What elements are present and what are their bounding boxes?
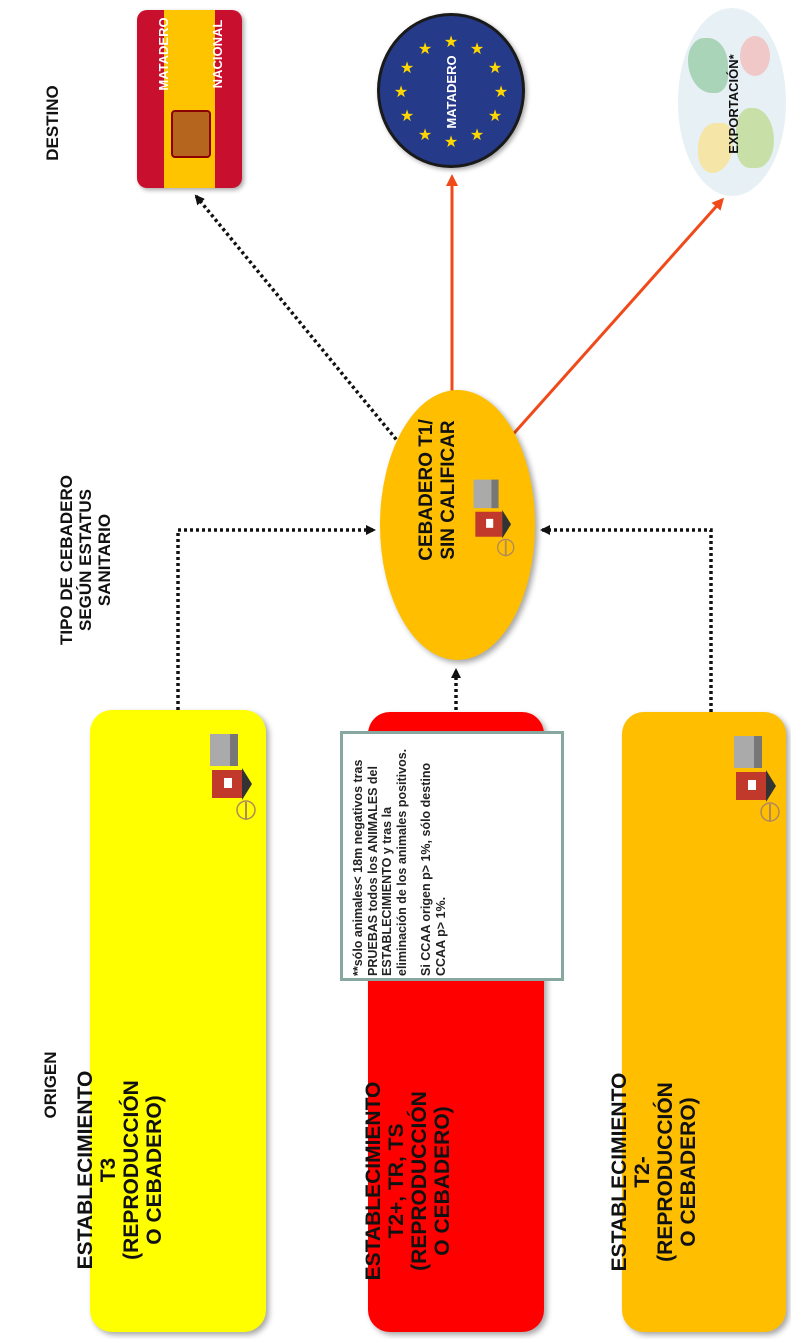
note-box: **sólo animales< 18m negativos tras PRUE… bbox=[340, 731, 564, 981]
svg-text:★: ★ bbox=[470, 125, 484, 144]
header-middle: TIPO DE CEBADERO SEGÚN ESTATUS SANITARIO bbox=[56, 474, 114, 646]
world-continent bbox=[688, 38, 728, 93]
center-label: CEBADERO T1/ SIN CALIFICAR bbox=[416, 419, 459, 561]
world-continent bbox=[736, 108, 774, 168]
world-continent bbox=[740, 36, 770, 76]
origin-box-t2plus-label: ESTABLECIMIENTO T2+, TR, TS (REPRODUCCIÓ… bbox=[362, 1081, 454, 1281]
svg-text:★: ★ bbox=[444, 132, 458, 151]
eu-stars: ★ ★ ★ ★ ★ ★ ★ ★ ★ ★ ★ ★ bbox=[394, 32, 508, 151]
eu-flag-icon: ★ ★ ★ ★ ★ ★ ★ ★ ★ ★ ★ ★ MATADERO bbox=[377, 13, 525, 168]
svg-text:★: ★ bbox=[400, 58, 414, 77]
farm-icon bbox=[734, 736, 780, 822]
origin-box-t2minus-label: ESTABLECIMIENTO T2- (REPRODUCCIÓN O CEBA… bbox=[608, 1072, 700, 1272]
export-label: EXPORTACIÓN* bbox=[725, 54, 741, 154]
origin-box-t2minus: ESTABLECIMIENTO T2- (REPRODUCCIÓN O CEBA… bbox=[608, 712, 786, 1332]
svg-text:★: ★ bbox=[418, 125, 432, 144]
svg-text:★: ★ bbox=[400, 106, 414, 125]
note-text: **sólo animales< 18m negativos tras PRUE… bbox=[343, 734, 567, 984]
svg-text:★: ★ bbox=[488, 106, 502, 125]
center-ellipse: CEBADERO T1/ SIN CALIFICAR bbox=[380, 390, 535, 660]
header-destination: DESTINO bbox=[42, 85, 62, 161]
spain-label-2: NACIONAL bbox=[209, 19, 225, 89]
header-origin: ORIGEN bbox=[40, 1051, 60, 1119]
farm-icon bbox=[210, 734, 256, 820]
svg-text:★: ★ bbox=[394, 82, 408, 101]
spain-coat-of-arms bbox=[171, 110, 211, 158]
eu-label: MATADERO bbox=[443, 55, 459, 129]
svg-text:★: ★ bbox=[444, 32, 458, 51]
farm-icon bbox=[473, 479, 515, 557]
world-map-icon: EXPORTACIÓN* bbox=[678, 8, 786, 196]
arrow-t2minus-to-center bbox=[540, 525, 713, 712]
note-paragraph-2: Si CCAA origen p> 1%, sólo destino CCAA … bbox=[419, 762, 448, 976]
spain-flag-yellow-band bbox=[164, 10, 215, 188]
arrow-center-to-export bbox=[506, 197, 724, 441]
arrow-t3-to-center bbox=[176, 525, 376, 710]
svg-text:★: ★ bbox=[418, 39, 432, 58]
note-paragraph-1: **sólo animales< 18m negativos tras PRUE… bbox=[351, 748, 409, 976]
spain-flag-icon: MATADERO NACIONAL bbox=[137, 10, 242, 188]
origin-box-t3: ESTABLECIMIENTO T3 (REPRODUCCIÓN O CEBAD… bbox=[74, 710, 266, 1332]
arrow-center-to-spain bbox=[194, 194, 402, 446]
spain-label-1: MATADERO bbox=[155, 17, 171, 91]
svg-text:★: ★ bbox=[470, 39, 484, 58]
svg-text:★: ★ bbox=[488, 58, 502, 77]
svg-text:★: ★ bbox=[494, 82, 508, 101]
origin-box-t3-label: ESTABLECIMIENTO T3 (REPRODUCCIÓN O CEBAD… bbox=[74, 1070, 166, 1270]
